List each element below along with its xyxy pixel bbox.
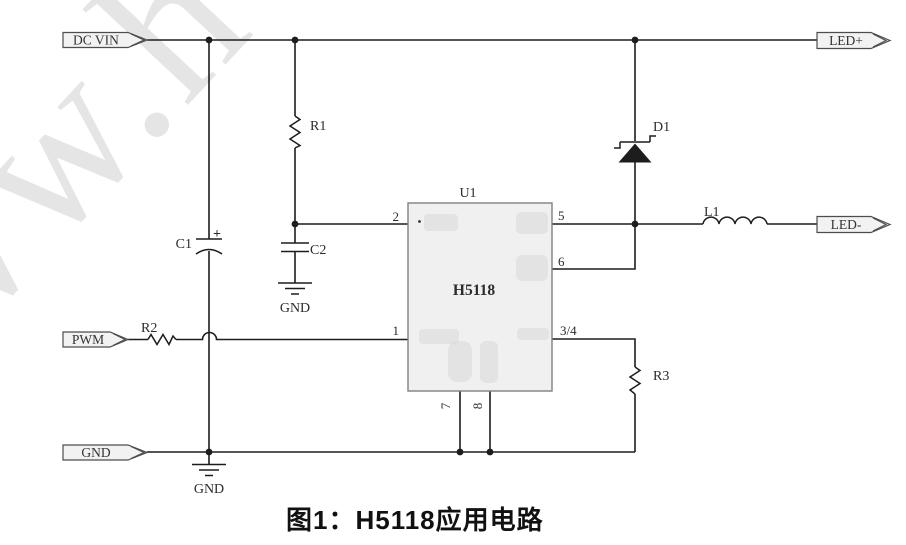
u1-pin1-number: 1 (393, 323, 400, 338)
pwm-flag-label: PWM (72, 332, 104, 347)
u1-pin34-number: 3/4 (560, 323, 577, 338)
dc-vin-flag-shape (62, 31, 149, 49)
component-d1: D1 (614, 120, 670, 163)
wire-pin34-r3 (552, 338, 636, 452)
component-l1: L1 (702, 205, 768, 225)
u1-faded-pin-name (419, 329, 459, 344)
junction-dot (205, 36, 213, 44)
d1-label: D1 (653, 120, 670, 135)
d1-anode-triangle (618, 143, 652, 163)
junction-dot (291, 36, 299, 44)
c1-bottom-plate (195, 248, 223, 255)
net-flag-dc-vin: DC VIN (62, 31, 149, 49)
r1-label: R1 (310, 119, 326, 134)
c2-gnd-label: GND (280, 301, 310, 316)
c2-label: C2 (310, 243, 326, 258)
main-gnd-symbol (192, 463, 226, 477)
junction-dot (631, 36, 639, 44)
d1-cathode-bar (614, 135, 656, 149)
u1-faded-pin-name (516, 255, 548, 281)
junction-dots (205, 36, 639, 456)
component-r2: R2 (141, 321, 177, 347)
u1-pin1-marker-dot (418, 220, 421, 223)
junction-dot (205, 448, 213, 456)
c2-gnd-symbol (278, 282, 312, 295)
wire-pwm-to-pin1 (128, 331, 408, 341)
ground-symbol-main: GND (192, 463, 226, 497)
led-plus-flag-chevron (872, 33, 888, 48)
net-flag-pwm: PWM (62, 331, 130, 348)
dc-vin-flag-chevron (130, 33, 146, 47)
net-flag-led-minus: LED- (816, 215, 892, 234)
r2-label: R2 (141, 321, 157, 336)
wire-pin6 (552, 224, 636, 270)
main-gnd-label: GND (194, 482, 224, 497)
u1-pin8-number: 8 (470, 403, 485, 410)
u1-pin6-number: 6 (558, 254, 565, 269)
led-minus-flag-label: LED- (831, 217, 862, 232)
r2-zigzag (147, 333, 177, 347)
c1-label: C1 (176, 237, 192, 252)
led-plus-flag-label: LED+ (829, 33, 863, 48)
u1-faded-pin-name (448, 341, 472, 382)
u1-pin5-number: 5 (558, 208, 565, 223)
u1-pin2-number: 2 (393, 209, 400, 224)
net-flag-led-plus: LED+ (816, 31, 892, 50)
led-plus-flag-shape (816, 31, 892, 50)
gnd-flag-label: GND (81, 445, 110, 460)
wires (128, 39, 817, 464)
junction-dot (631, 220, 639, 228)
u1-faded-pin-name (517, 328, 549, 340)
gnd-flag-shape (62, 444, 149, 461)
u1-faded-pin-name (516, 212, 548, 234)
u1-faded-pin-name (424, 214, 458, 231)
l1-coil (702, 216, 768, 225)
r3-zigzag (628, 366, 642, 395)
component-c2: C2 (281, 242, 326, 258)
pwm-flag-shape (62, 331, 130, 348)
u1-part-number: H5118 (453, 282, 495, 299)
r1-zigzag (288, 115, 302, 149)
junction-dot (291, 220, 299, 228)
l1-label: L1 (704, 205, 720, 220)
watermark-text: www.h (0, 0, 292, 509)
junction-dot (456, 448, 464, 456)
led-minus-flag-chevron (872, 217, 888, 232)
u1-refdes: U1 (459, 186, 476, 201)
component-r1: R1 (288, 115, 326, 149)
net-flag-gnd: GND (62, 444, 149, 461)
figure-caption: 图1：H5118应用电路 (286, 505, 544, 535)
component-r3: R3 (628, 366, 669, 395)
ground-symbol-c2: GND (278, 282, 312, 316)
pwm-flag-chevron (112, 332, 127, 347)
u1-faded-pin-name (480, 341, 498, 383)
u1-pin7-number: 7 (438, 402, 453, 409)
component-u1: U1 H5118 2 1 5 6 3/4 7 8 (393, 186, 578, 409)
gnd-flag-chevron (130, 445, 146, 460)
dc-vin-flag-label: DC VIN (73, 33, 119, 48)
component-c1: C1 + (176, 227, 223, 255)
r3-label: R3 (653, 369, 669, 384)
c1-plus-sign: + (213, 227, 221, 242)
led-minus-flag-shape (816, 215, 892, 234)
junction-dot (486, 448, 494, 456)
